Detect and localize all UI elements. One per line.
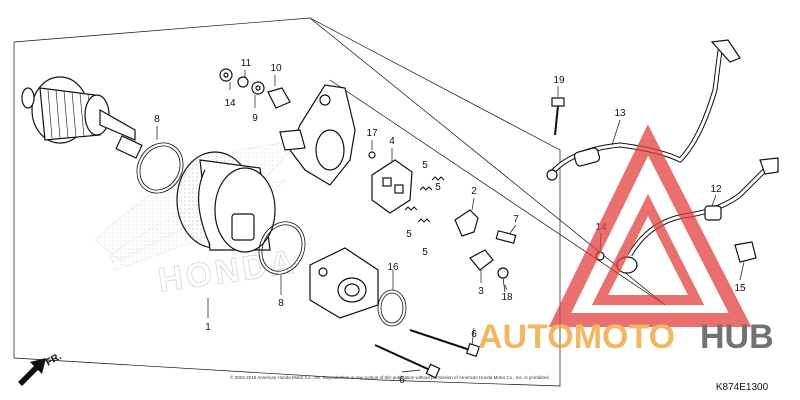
callout-11: 11 <box>241 58 252 69</box>
callout-7: 7 <box>513 214 519 225</box>
motor-yoke <box>176 151 276 253</box>
automotohub-watermark: AUTOMOTO HUB <box>478 124 774 356</box>
terminal-parts <box>454 209 494 271</box>
front-direction-arrow: FR. <box>18 351 64 386</box>
watermark-text-automoto: AUTOMOTO <box>478 318 675 356</box>
callout-5b: 5 <box>435 182 441 193</box>
armature <box>21 76 143 159</box>
callout-6b: 6 <box>399 375 405 386</box>
callout-8a: 8 <box>154 114 160 125</box>
front-direction-label: FR. <box>44 351 64 369</box>
callout-6a: 6 <box>471 329 477 340</box>
o-ring-right <box>258 221 306 275</box>
diagram-code: K874E1300 <box>716 382 769 393</box>
bolt-19 <box>551 97 565 136</box>
o-ring-left <box>136 142 184 194</box>
callout-labels: 8 1 8 10 11 14 9 17 4 5 5 5 5 2 7 3 18 1… <box>154 58 746 386</box>
callout-2: 2 <box>471 186 477 197</box>
callout-12: 12 <box>710 184 722 195</box>
callout-8b: 8 <box>278 298 284 309</box>
long-bolts <box>374 329 481 379</box>
callout-15: 15 <box>734 283 746 294</box>
callout-19: 19 <box>553 75 565 86</box>
callout-18: 18 <box>501 292 513 303</box>
washer-17 <box>368 151 376 159</box>
cable-12 <box>616 157 779 274</box>
clamp-15 <box>734 241 757 263</box>
o-ring-16 <box>377 289 407 327</box>
rear-bracket <box>279 84 356 186</box>
callout-13: 13 <box>614 108 626 119</box>
callout-17: 17 <box>366 128 378 139</box>
callout-4: 4 <box>389 136 395 147</box>
copyright-notice: © 2003-2015 American Honda Motor Co., In… <box>230 374 550 380</box>
callout-14a: 14 <box>224 98 236 109</box>
callout-5c: 5 <box>406 229 412 240</box>
leader-lines <box>156 70 745 373</box>
screws <box>495 230 517 293</box>
callout-5a: 5 <box>422 160 428 171</box>
brush-springs <box>404 176 445 223</box>
callout-10: 10 <box>270 63 282 74</box>
callout-9: 9 <box>252 113 258 124</box>
callout-3: 3 <box>478 286 484 297</box>
callout-5d: 5 <box>422 247 428 258</box>
watermark-triangle-inner <box>591 193 705 305</box>
callout-1: 1 <box>205 322 211 333</box>
assembly-frame-tie <box>329 79 666 306</box>
assembly-frame-top <box>309 17 666 306</box>
watermark-text-hub: HUB <box>700 318 774 356</box>
brush-holder <box>371 159 413 214</box>
callout-16: 16 <box>387 262 399 273</box>
front-cover <box>309 247 379 319</box>
watermark-triangle-outer <box>548 124 752 327</box>
terminal-hardware <box>219 68 291 109</box>
